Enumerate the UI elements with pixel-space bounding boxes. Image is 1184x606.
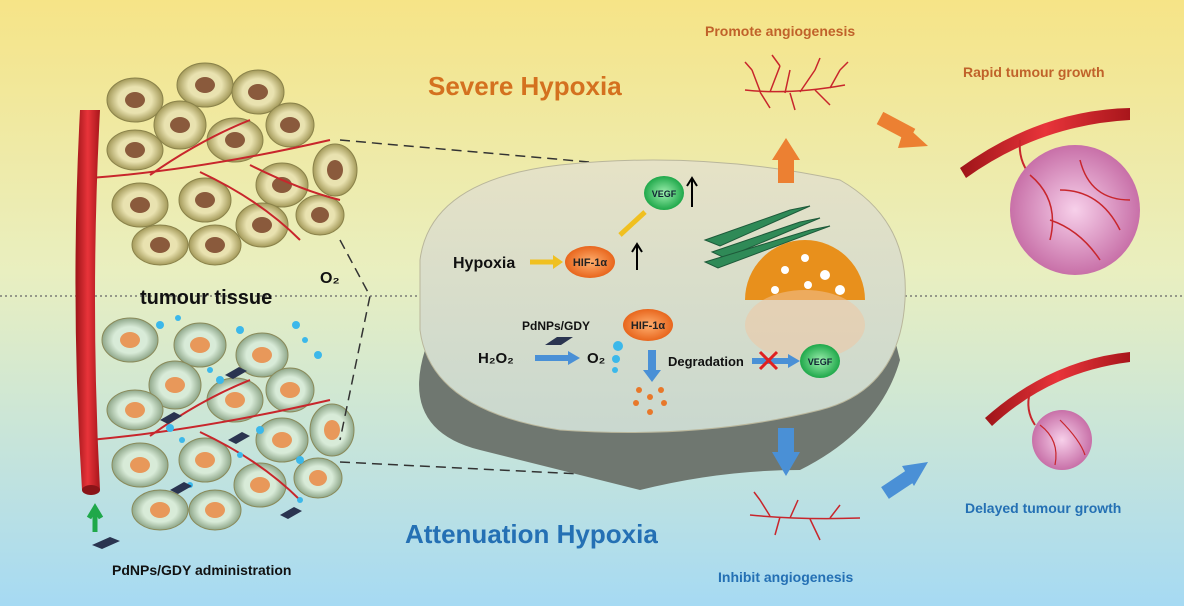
hif-bubble-top (565, 246, 615, 278)
tumour-vessel-bottom (985, 352, 1130, 426)
down-arrowhead-icon (643, 370, 661, 382)
orange-arrowhead-icon (772, 138, 800, 160)
h2o2-label: H₂O₂ (478, 350, 514, 367)
up-arrow-icon (631, 242, 643, 270)
vessel-opening (82, 485, 100, 495)
blue-arrowhead-icon (568, 351, 580, 365)
angiogenesis-vessels-top (744, 54, 849, 111)
promote-angiogenesis-label: Promote angiogenesis (705, 23, 855, 39)
tumour-tissue-label: tumour tissue (140, 287, 272, 309)
administration-label: PdNPs/GDY administration (112, 562, 291, 578)
blue-arrowhead-icon (788, 354, 800, 368)
tissue-cells-bottom (89, 315, 355, 531)
pdnps-gdy-sheets (160, 367, 302, 519)
large-tumour (1010, 145, 1140, 275)
severe-hypoxia-title: Severe Hypoxia (428, 71, 622, 101)
blue-arrowhead-icon (902, 462, 928, 486)
green-arrow-icon (86, 503, 104, 532)
yellow-arrow-icon (618, 210, 647, 237)
tumour-vessels (1039, 419, 1086, 466)
gdy-sheets-icon (703, 205, 831, 269)
blue-arrowhead-icon (772, 452, 800, 476)
angiogenesis-vessels-bottom (749, 491, 861, 541)
o2-label: O₂ (587, 350, 605, 367)
delayed-tumour-growth-label: Delayed tumour growth (965, 500, 1121, 516)
inhibit-angiogenesis-label: Inhibit angiogenesis (718, 569, 854, 585)
pdnps-sheet-icon (545, 337, 573, 345)
vegf-bubble-top (644, 176, 684, 210)
small-tumour (1032, 410, 1092, 470)
tissue-cells-top (89, 62, 358, 266)
blood-vessel (75, 110, 100, 490)
attenuation-hypoxia-title: Attenuation Hypoxia (405, 519, 658, 549)
hif-bubble-bottom (623, 309, 673, 341)
up-arrow-icon (686, 176, 698, 207)
pdnps-label: PdNPs/GDY (522, 319, 590, 333)
pdnps-sheet-icon (92, 537, 120, 549)
vegf-label-top: VEGF (652, 189, 677, 199)
blue-arrow-icon (881, 469, 916, 499)
pd-nanoparticle-icon (745, 240, 865, 360)
degradation-label: Degradation (668, 354, 744, 369)
vegf-bubble-bottom (800, 344, 840, 378)
orange-arrowhead-icon (898, 125, 928, 148)
hif-label-bottom: HIF-1α (631, 320, 666, 332)
hif-label-top: HIF-1α (573, 257, 608, 269)
feeding-vessel (1027, 391, 1036, 426)
oxygen-bubbles (612, 341, 623, 373)
vegf-label-bottom: VEGF (808, 357, 833, 367)
oxygen-bubbles (156, 315, 322, 503)
degraded-fragments (633, 387, 667, 415)
block-x-icon (758, 350, 779, 371)
tumour-vessel-top (960, 108, 1130, 178)
yellow-arrowhead-icon (553, 255, 563, 269)
hypoxia-label: Hypoxia (453, 255, 515, 272)
zoom-lines (339, 139, 681, 479)
rapid-tumour-growth-label: Rapid tumour growth (963, 64, 1105, 80)
tumour-vessels (1029, 159, 1131, 261)
o2-left-label: O₂ (320, 270, 340, 287)
